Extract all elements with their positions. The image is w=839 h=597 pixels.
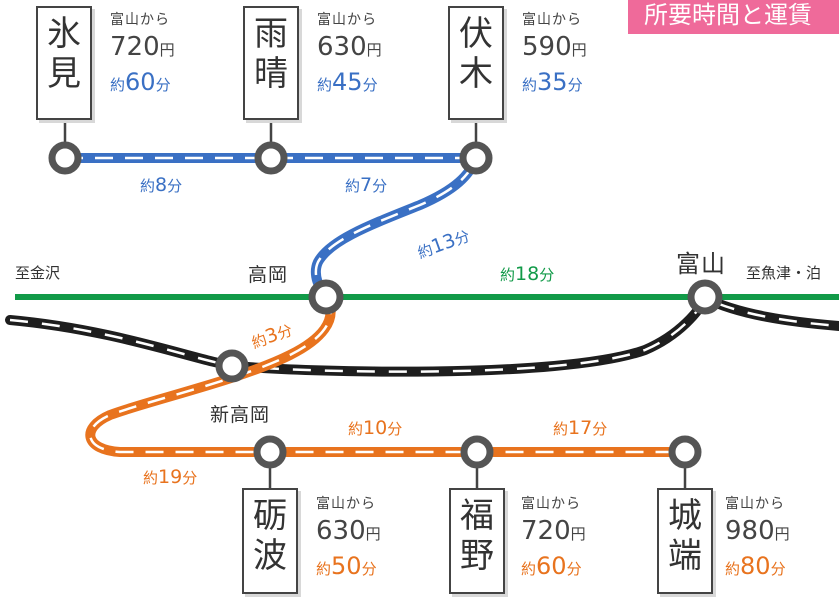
- shintakaoka-station-marker: [215, 349, 249, 383]
- takaoka-station-marker: [308, 279, 344, 315]
- himi-fare: 720円: [110, 32, 175, 62]
- tonami-station-name: 砺 波: [242, 488, 298, 594]
- fushiki-station-name: 伏 木: [448, 6, 504, 120]
- title-banner: 所要時間と運賃: [628, 0, 839, 34]
- tonami-time: 約50分: [316, 552, 377, 580]
- johana-fare: 980円: [725, 516, 790, 546]
- fukuno-station-marker: [460, 435, 494, 469]
- shinkansen-line-dash: [9, 296, 839, 373]
- toyama-station-name: 富山: [676, 250, 726, 278]
- tonami-station-marker: [253, 435, 287, 469]
- fukuno-station-name: 福 野: [449, 488, 505, 594]
- title-banner-text: 所要時間と運賃: [644, 1, 812, 29]
- amaharashi-station-name: 雨 晴: [243, 6, 299, 120]
- amaharashi-station-marker: [254, 141, 288, 175]
- johana-line-dash: [89, 296, 685, 454]
- johana-from-label: 富山から: [725, 496, 785, 512]
- segment-label-amaharashi-fushiki: 約7分: [345, 174, 388, 196]
- takaoka-station-name: 高岡: [248, 264, 289, 286]
- himi-station-name: 氷 見: [36, 6, 92, 120]
- johana-time: 約80分: [725, 552, 786, 580]
- himi-info: 富山から 720円 約60分: [110, 10, 175, 100]
- fukuno-from-label: 富山から: [521, 496, 581, 512]
- fushiki-info: 富山から 590円 約35分: [522, 10, 587, 100]
- fukuno-time: 約60分: [521, 552, 582, 580]
- amaharashi-time: 約45分: [317, 68, 378, 96]
- fushiki-from-label: 富山から: [522, 12, 582, 28]
- segment-label-fukuno-johana: 約17分: [553, 417, 608, 439]
- destination-uozu-tomari: 至魚津・泊: [746, 264, 822, 282]
- himi-time: 約60分: [110, 68, 171, 96]
- himi-station-marker: [48, 141, 82, 175]
- johana-info: 富山から 980円 約80分: [725, 494, 790, 584]
- segment-label-himi-amaharashi: 約8分: [140, 174, 183, 196]
- amaharashi-info: 富山から 630円 約45分: [317, 10, 382, 100]
- johana-station-marker: [668, 435, 702, 469]
- johana-station-name: 城 端: [657, 488, 713, 594]
- tonami-info: 富山から 630円 約50分: [316, 494, 381, 584]
- segment-label-shintakaoka-tonami: 約19分: [143, 466, 198, 488]
- amaharashi-from-label: 富山から: [317, 12, 377, 28]
- himi-line-dash: [65, 156, 478, 298]
- shintakaoka-station-name: 新高岡: [210, 404, 271, 426]
- fushiki-station-marker: [459, 141, 493, 175]
- fushiki-fare: 590円: [522, 32, 587, 62]
- fukuno-info: 富山から 720円 約60分: [521, 494, 586, 584]
- toyama-station-marker: [687, 279, 723, 315]
- segment-label-tonami-fukuno: 約10分: [348, 417, 403, 439]
- fukuno-fare: 720円: [521, 516, 586, 546]
- fushiki-time: 約35分: [522, 68, 583, 96]
- destination-kanazawa: 至金沢: [15, 264, 61, 282]
- tonami-fare: 630円: [316, 516, 381, 546]
- amaharashi-fare: 630円: [317, 32, 382, 62]
- segment-label-takaoka-toyama: 約18分: [500, 263, 555, 285]
- tonami-from-label: 富山から: [316, 496, 376, 512]
- himi-from-label: 富山から: [110, 12, 170, 28]
